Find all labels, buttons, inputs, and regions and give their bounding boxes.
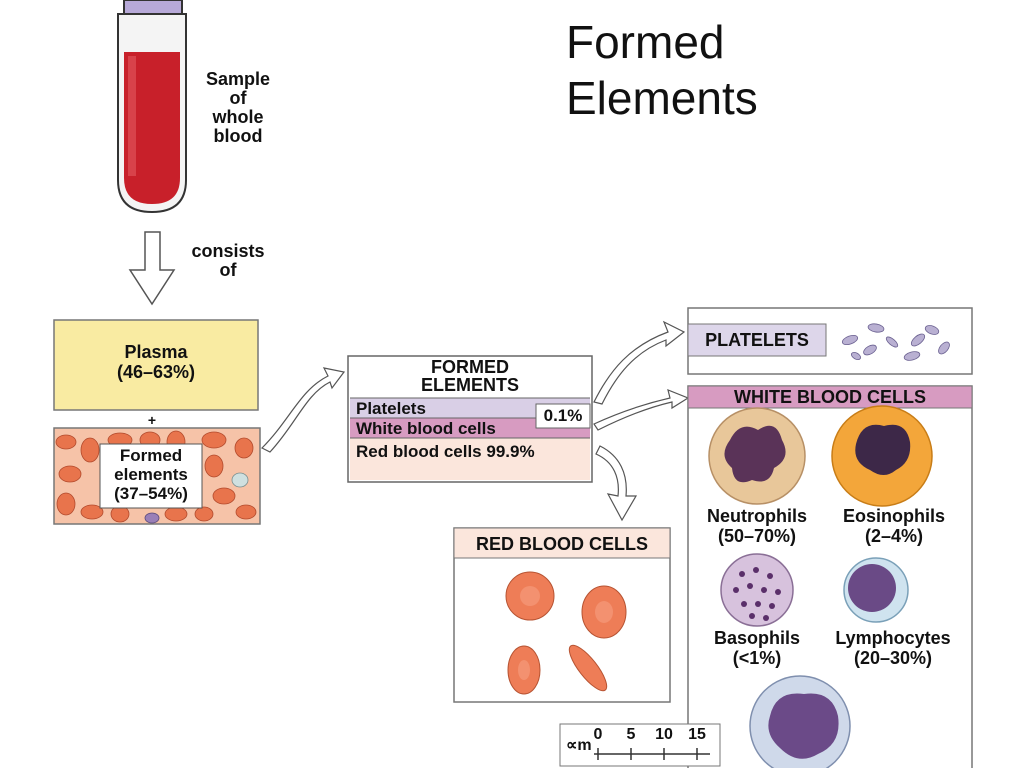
formed-title-line: FORMED [431,357,509,377]
tube-label-line: of [229,88,247,108]
neutrophil-cell-icon [708,407,806,505]
rbc-panel-label: RED BLOOD CELLS [475,534,648,554]
lymphocytes-caption: Lymphocytes (20–30%) [818,628,968,668]
consists-line: of [219,260,237,280]
platelets-panel-label: PLATELETS [705,330,809,350]
neutrophils-name: Neutrophils [706,506,807,526]
platelets-wbc-percent: 0.1% [543,406,583,425]
tube-label-line: Sample [205,69,271,89]
red-blood-cell-icon [505,571,627,695]
arrow-to-rbc-icon [595,445,638,522]
basophils-caption: Basophils (<1%) [690,628,824,668]
formed-elements-label: Formed elements (37–54%) [100,446,202,503]
down-arrow-icon [128,231,176,306]
plasma-percent: (46–63%) [116,362,196,382]
formed-line: elements [114,465,188,484]
formed-elements-tissue-box [53,427,261,525]
tube-label-line: whole [212,107,264,127]
tube-label-line: blood [213,126,263,146]
wbc-row-label: White blood cells [356,419,496,438]
basophil-cell-icon [720,553,794,627]
neutrophils-percent: (50–70%) [717,526,797,546]
platelets-icon [841,323,950,361]
basophils-percent: (<1%) [732,648,782,668]
scale-tick-label: 10 [655,726,673,743]
plasma-name: Plasma [124,342,188,362]
scale-tick-label: 5 [626,726,636,743]
page-title: Formed Elements [566,14,758,126]
eosinophil-cell-icon [831,405,933,507]
arrow-to-wbc-icon [593,389,690,431]
blood-sample-tube-icon [117,0,187,214]
rbc-row-percent: 99.9% [486,442,535,461]
scale-bar [559,723,721,767]
wbc-panel-label: WHITE BLOOD CELLS [734,387,926,407]
plasma-label: Plasma (46–63%) [54,342,258,382]
rbc-row-label: Red blood cells [356,442,482,461]
platelets-panel [687,307,973,375]
formed-elements-box [347,355,593,483]
rbc-row: Red blood cells 99.9% [356,442,535,462]
eosinophils-caption: Eosinophils (2–4%) [824,506,964,546]
neutrophils-caption: Neutrophils (50–70%) [690,506,824,546]
platelets-row-label: Platelets [356,399,426,418]
lymphocyte-cell-icon [843,557,909,623]
plus-sign: + [147,412,157,428]
curved-arrow-icon [260,367,346,453]
white-blood-cells-panel [687,385,973,768]
formed-line: (37–54%) [114,484,188,503]
eosinophils-percent: (2–4%) [864,526,924,546]
title-line-2: Elements [566,72,758,124]
lymphocytes-percent: (20–30%) [853,648,933,668]
scale-unit: ∝m [566,737,592,754]
scale-tick-label: 15 [688,726,706,743]
consists-of-label: consists of [178,242,278,280]
scale-tick-label: 0 [593,726,603,743]
eosinophils-name: Eosinophils [842,506,945,526]
monocyte-cell-icon [749,675,851,768]
formed-line: Formed [119,446,183,465]
plasma-box [53,319,259,411]
formed-elements-title: FORMED ELEMENTS [348,358,592,394]
tube-label: Sample of whole blood [194,70,282,146]
formed-title-line: ELEMENTS [420,375,519,395]
basophils-name: Basophils [713,628,801,648]
red-blood-cells-panel [453,527,671,703]
title-line-1: Formed [566,16,725,68]
arrow-to-platelets-icon [593,320,686,405]
consists-line: consists [191,241,265,261]
lymphocytes-name: Lymphocytes [835,628,951,648]
